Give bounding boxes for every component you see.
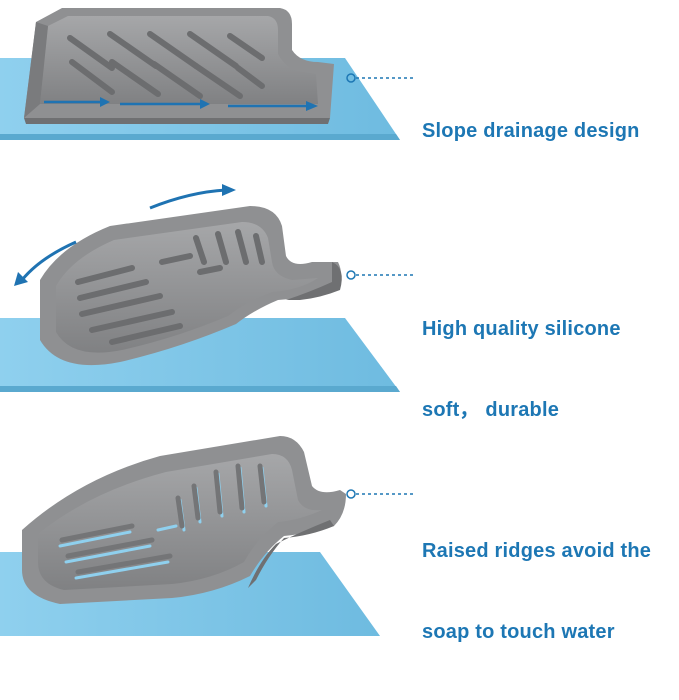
panel-slope-drainage bbox=[0, 8, 416, 140]
flex-arrow-up bbox=[149, 188, 227, 210]
callout-leader-1 bbox=[346, 73, 416, 83]
tray-3-ridges bbox=[59, 463, 267, 575]
tray-2-ridges bbox=[75, 229, 265, 345]
callout-text-line: soap to touch water bbox=[422, 621, 615, 643]
callout-silicone: High quality silicone soft， durable bbox=[422, 262, 621, 478]
panel-raised-ridges bbox=[0, 436, 416, 636]
flex-arrow-down-head bbox=[14, 272, 28, 286]
callout-text-line: High quality silicone bbox=[422, 318, 621, 340]
callout-raised-ridges: Raised ridges avoid the soap to touch wa… bbox=[422, 484, 651, 700]
illustration-canvas bbox=[0, 8, 416, 636]
drainage-arrows-1 bbox=[44, 97, 318, 111]
callout-text-line: Slope drainage design bbox=[422, 120, 640, 142]
water-mat-2-edge bbox=[0, 386, 400, 392]
tray-1-ridges bbox=[67, 31, 265, 99]
flex-arrow-up-head bbox=[222, 184, 236, 196]
panel-silicone bbox=[0, 184, 416, 392]
soap-tray-1 bbox=[24, 8, 334, 124]
soap-tray-2 bbox=[40, 206, 342, 366]
water-mat-1-edge bbox=[0, 134, 400, 140]
callout-leader-3 bbox=[346, 489, 416, 499]
callout-slope-drainage: Slope drainage design bbox=[422, 64, 640, 199]
flex-arrows-2 bbox=[14, 184, 236, 286]
product-feature-infographic: Slope drainage design High quality silic… bbox=[0, 8, 651, 643]
soap-tray-3 bbox=[22, 436, 346, 604]
callout-text-line: Raised ridges avoid the bbox=[422, 540, 652, 562]
callout-text-line: soft， durable bbox=[422, 399, 560, 421]
flex-arrow-down bbox=[20, 240, 77, 281]
callout-leader-2 bbox=[346, 270, 416, 280]
